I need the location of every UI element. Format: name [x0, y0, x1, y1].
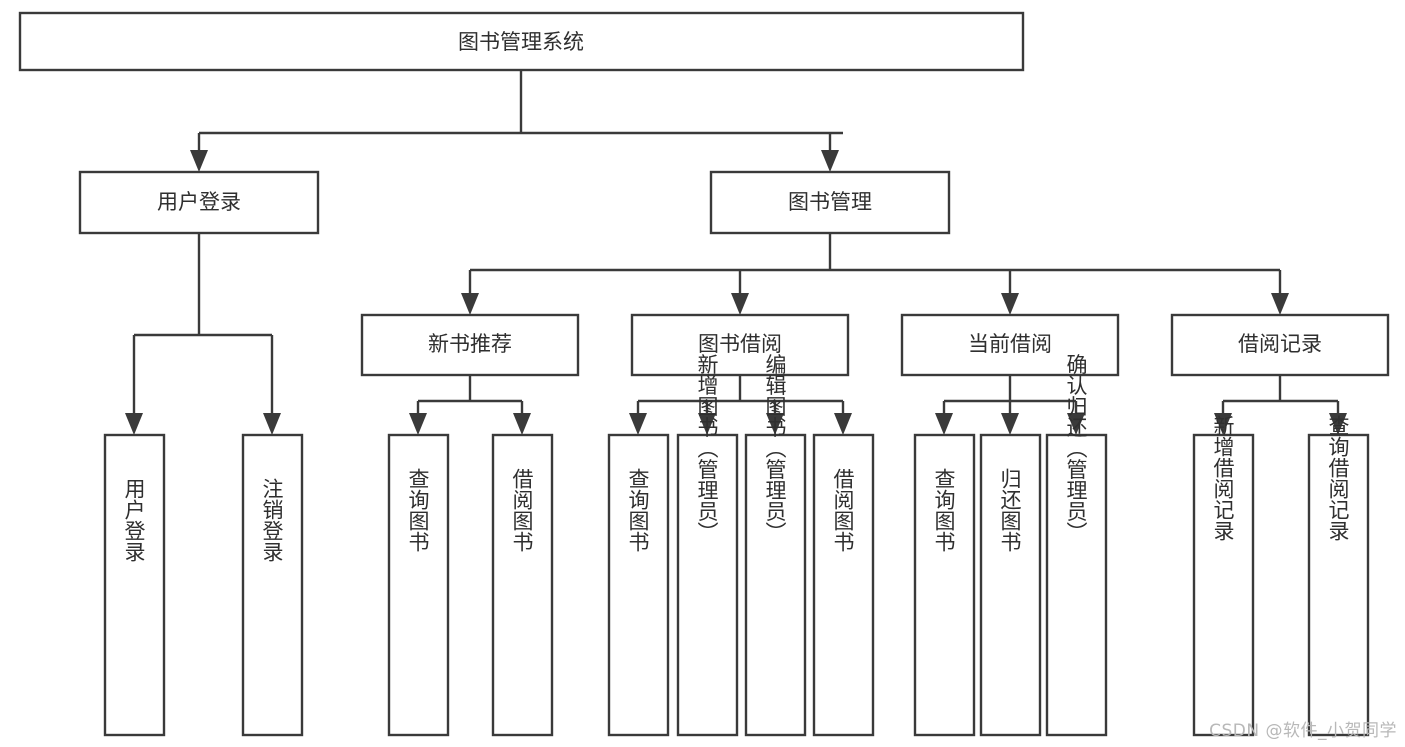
node-box-leaf-add-book-admin	[676, 433, 739, 737]
node-leaf-query-book-newbook[interactable]: 查询图书	[387, 433, 450, 737]
arrow-to-book-borrow	[731, 293, 749, 315]
node-new-book-recommend[interactable]: 新书推荐	[360, 313, 580, 377]
node-label-leaf-query-book-newbook: 查询图书	[406, 468, 430, 552]
node-label-leaf-confirm-return-admin: 确认归还（管理员）	[1064, 354, 1088, 543]
node-label-leaf-add-book-admin: 新增图书（管理员）	[695, 354, 719, 543]
node-label-book-borrow: 图书借阅	[698, 332, 782, 356]
node-box-leaf-query-book-current	[913, 433, 976, 737]
arrow-to-leaf-return-book	[1001, 413, 1019, 435]
node-box-leaf-query-borrow-record	[1307, 433, 1370, 737]
node-leaf-query-borrow-record[interactable]: 查询借阅记录	[1307, 415, 1370, 737]
arrow-to-leaf-borrow-book-1	[513, 413, 531, 435]
node-box-current-borrow	[900, 313, 1120, 377]
node-box-new-book-recommend	[360, 313, 580, 377]
node-leaf-query-book-borrow[interactable]: 查询图书	[607, 433, 670, 737]
arrow-to-leaf-query-book-2	[629, 413, 647, 435]
node-leaf-add-borrow-record[interactable]: 新增借阅记录	[1192, 415, 1255, 737]
node-box-leaf-confirm-return-admin	[1045, 433, 1108, 737]
node-label-leaf-return-book: 归还图书	[998, 468, 1022, 552]
arrow-to-leaf-borrow-book-2	[834, 413, 852, 435]
arrow-to-new-book	[461, 293, 479, 315]
node-box-leaf-borrow-book-borrow	[812, 433, 875, 737]
node-label-leaf-borrow-book-newbook: 借阅图书	[510, 468, 534, 552]
node-leaf-query-book-current[interactable]: 查询图书	[913, 433, 976, 737]
arrow-to-borrow-record	[1271, 293, 1289, 315]
node-label-leaf-borrow-book-borrow: 借阅图书	[831, 468, 855, 552]
node-leaf-borrow-book-newbook[interactable]: 借阅图书	[491, 433, 554, 737]
arrow-to-user-login	[190, 150, 208, 172]
node-box-leaf-logout	[241, 433, 304, 737]
node-leaf-borrow-book-borrow[interactable]: 借阅图书	[812, 433, 875, 737]
node-borrow-record[interactable]: 借阅记录	[1170, 313, 1390, 377]
node-leaf-add-book-admin[interactable]: 新增图书（管理员）	[676, 354, 739, 737]
node-box-root	[18, 11, 1025, 72]
node-label-new-book-recommend: 新书推荐	[428, 332, 512, 356]
node-user-login[interactable]: 用户登录	[78, 170, 320, 235]
node-book-borrow[interactable]: 图书借阅	[630, 313, 850, 377]
node-box-book-borrow	[630, 313, 850, 377]
node-label-leaf-edit-book-admin: 编辑图书（管理员）	[763, 354, 787, 543]
node-label-user-login: 用户登录	[157, 190, 241, 214]
node-box-book-management	[709, 170, 951, 235]
arrow-to-leaf-user-login	[125, 413, 143, 435]
arrow-to-book-mgmt	[821, 150, 839, 172]
node-leaf-user-login[interactable]: 用户登录	[103, 433, 166, 737]
node-box-leaf-query-book-borrow	[607, 433, 670, 737]
arrow-to-leaf-logout	[263, 413, 281, 435]
node-current-borrow[interactable]: 当前借阅	[900, 313, 1120, 377]
node-box-leaf-add-borrow-record	[1192, 433, 1255, 737]
node-box-leaf-edit-book-admin	[744, 433, 807, 737]
node-box-user-login	[78, 170, 320, 235]
node-leaf-edit-book-admin[interactable]: 编辑图书（管理员）	[744, 354, 807, 737]
node-label-leaf-query-borrow-record: 查询借阅记录	[1326, 415, 1350, 541]
connector-layer	[125, 70, 1347, 435]
node-label-borrow-record: 借阅记录	[1238, 332, 1322, 356]
node-box-leaf-query-book-newbook	[387, 433, 450, 737]
node-label-leaf-query-book-borrow: 查询图书	[626, 468, 650, 552]
node-label-book-management: 图书管理	[788, 190, 872, 214]
node-box-leaf-borrow-book-newbook	[491, 433, 554, 737]
node-root-book-management-system[interactable]: 图书管理系统	[18, 11, 1025, 72]
node-box-leaf-return-book	[979, 433, 1042, 737]
node-label-leaf-add-borrow-record: 新增借阅记录	[1211, 415, 1235, 541]
node-label-leaf-logout: 注销登录	[260, 478, 284, 562]
node-label-root: 图书管理系统	[458, 30, 584, 54]
arrow-to-leaf-query-book-1	[409, 413, 427, 435]
node-leaf-logout[interactable]: 注销登录	[241, 433, 304, 737]
arrow-to-current-borrow	[1001, 293, 1019, 315]
node-book-management[interactable]: 图书管理	[709, 170, 951, 235]
node-leaf-return-book[interactable]: 归还图书	[979, 433, 1042, 737]
node-label-leaf-user-login: 用户登录	[122, 478, 146, 562]
arrow-to-leaf-query-book-3	[935, 413, 953, 435]
node-box-borrow-record	[1170, 313, 1390, 377]
node-label-current-borrow: 当前借阅	[968, 332, 1052, 356]
node-label-leaf-query-book-current: 查询图书	[932, 468, 956, 552]
node-box-leaf-user-login	[103, 433, 166, 737]
node-leaf-confirm-return-admin[interactable]: 确认归还（管理员）	[1045, 354, 1108, 737]
